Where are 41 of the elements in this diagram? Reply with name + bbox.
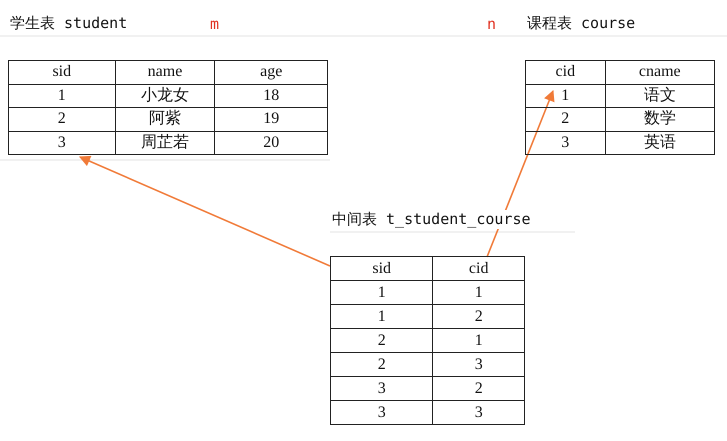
arrow — [486, 90, 554, 258]
table-cell: 英语 — [605, 131, 714, 154]
table-cell: 小龙女 — [115, 84, 215, 108]
table-cell: 1 — [432, 280, 524, 304]
table-cell: 18 — [214, 84, 328, 108]
table-cell: 2 — [330, 328, 433, 352]
table-cell: 1 — [330, 304, 433, 328]
table-cell: 语文 — [605, 84, 714, 108]
table-title: 学生表 student — [10, 14, 128, 33]
arrow — [78, 156, 330, 267]
table-cell: 3 — [432, 352, 524, 376]
multiplicity-label: n — [487, 15, 496, 33]
header-cell: cname — [605, 60, 714, 84]
header-cell: sid — [330, 256, 433, 280]
table-cell: 20 — [214, 131, 328, 154]
table-cell: 3 — [8, 131, 116, 154]
table-cell: 3 — [526, 131, 606, 154]
table-cell: 阿紫 — [115, 108, 215, 131]
table-cell: 2 — [8, 108, 116, 131]
table-cell: 3 — [432, 400, 524, 424]
header-cell: cid — [526, 60, 606, 84]
table-cell: 数学 — [605, 108, 714, 131]
table-cell: 1 — [8, 84, 116, 108]
table-title: 课程表 course — [527, 14, 636, 33]
table-cell: 2 — [432, 304, 524, 328]
table-cell: 1 — [330, 280, 433, 304]
table-cell: 2 — [526, 108, 606, 131]
table-title: 中间表 t_student_course — [332, 210, 531, 229]
table-cell: 2 — [330, 352, 433, 376]
table-cell: 1 — [432, 328, 524, 352]
header-cell: sid — [8, 60, 116, 84]
header-cell: name — [115, 60, 215, 84]
table-cell: 3 — [330, 400, 433, 424]
multiplicity-label: m — [210, 15, 220, 33]
table-cell: 3 — [330, 376, 433, 400]
header-cell: age — [214, 60, 328, 84]
table-cell: 2 — [432, 376, 524, 400]
header-cell: cid — [432, 256, 524, 280]
table-cell: 19 — [214, 108, 328, 131]
table-cell: 周芷若 — [115, 131, 215, 154]
table-cell: 1 — [526, 84, 606, 108]
